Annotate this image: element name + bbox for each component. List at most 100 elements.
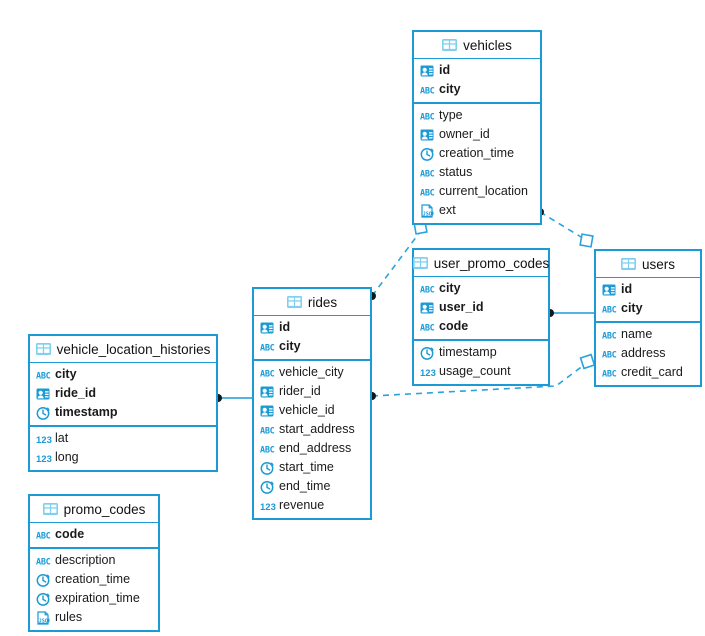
table-grid-icon bbox=[286, 296, 302, 308]
table-title: users bbox=[641, 256, 675, 272]
column-row[interactable]: timestamp bbox=[414, 343, 548, 362]
relationship-user-promo-codes-to-users bbox=[546, 309, 594, 317]
abc-icon: ABC bbox=[420, 109, 435, 123]
column-row[interactable]: ride_id bbox=[30, 384, 216, 403]
column-name: start_address bbox=[279, 422, 355, 436]
id-card-icon bbox=[260, 321, 274, 335]
column-name: usage_count bbox=[439, 364, 511, 378]
column-name: description bbox=[55, 553, 116, 567]
table-header[interactable]: promo_codes bbox=[30, 496, 158, 523]
column-row[interactable]: ABC address bbox=[596, 344, 700, 363]
table-header[interactable]: vehicles bbox=[414, 32, 540, 59]
column-row[interactable]: id bbox=[254, 318, 370, 337]
column-name: city bbox=[621, 301, 643, 315]
column-row[interactable]: id bbox=[596, 280, 700, 299]
column-name: lat bbox=[55, 431, 69, 445]
svg-text:ABC: ABC bbox=[36, 531, 51, 541]
column-name: city bbox=[279, 339, 301, 353]
id-card-icon bbox=[602, 283, 616, 297]
svg-text:ABC: ABC bbox=[602, 305, 617, 315]
svg-text:ABC: ABC bbox=[260, 445, 275, 455]
column-row[interactable]: timestamp bbox=[30, 403, 216, 422]
table-grid-icon bbox=[412, 257, 428, 269]
svg-text:ABC: ABC bbox=[602, 331, 617, 341]
column-row[interactable]: owner_id bbox=[414, 125, 540, 144]
column-row[interactable]: ABC end_address bbox=[254, 439, 370, 458]
column-row[interactable]: ABC type bbox=[414, 106, 540, 125]
clock-icon bbox=[420, 346, 434, 360]
column-name: user_id bbox=[439, 300, 484, 314]
column-row[interactable]: ABC start_address bbox=[254, 420, 370, 439]
abc-icon: ABC bbox=[260, 340, 275, 354]
column-row[interactable]: rider_id bbox=[254, 382, 370, 401]
column-name: start_time bbox=[279, 460, 334, 474]
abc-icon: ABC bbox=[260, 442, 275, 456]
column-name: address bbox=[621, 346, 666, 360]
column-row[interactable]: id bbox=[414, 61, 540, 80]
table-header[interactable]: rides bbox=[254, 289, 370, 316]
table-grid-icon bbox=[42, 503, 58, 515]
column-row[interactable]: end_time bbox=[254, 477, 370, 496]
table-header[interactable]: user_promo_codes bbox=[412, 250, 549, 277]
id-card-icon bbox=[260, 385, 274, 399]
column-name: id bbox=[439, 63, 451, 77]
column-row[interactable]: ABC credit_card bbox=[596, 363, 700, 382]
json-icon: JSON bbox=[36, 610, 50, 625]
column-name: end_address bbox=[279, 441, 352, 455]
abc-icon: ABC bbox=[602, 366, 617, 380]
svg-text:ABC: ABC bbox=[602, 350, 617, 360]
column-row[interactable]: vehicle_id bbox=[254, 401, 370, 420]
column-name: creation_time bbox=[55, 572, 131, 586]
column-name: credit_card bbox=[621, 365, 683, 379]
table-header[interactable]: users bbox=[596, 251, 700, 278]
column-row[interactable]: ABC city bbox=[254, 337, 370, 356]
svg-text:123: 123 bbox=[36, 435, 52, 446]
column-row[interactable]: user_id bbox=[414, 298, 548, 317]
column-name: owner_id bbox=[439, 127, 490, 141]
column-name: id bbox=[279, 320, 291, 334]
abc-icon: ABC bbox=[260, 423, 275, 437]
table-header[interactable]: vehicle_location_histories bbox=[30, 336, 216, 363]
column-name: timestamp bbox=[439, 345, 497, 359]
column-row[interactable]: expiration_time bbox=[30, 589, 158, 608]
column-row[interactable]: creation_time bbox=[414, 144, 540, 163]
column-name: revenue bbox=[279, 498, 325, 512]
svg-text:ABC: ABC bbox=[420, 323, 435, 333]
column-name: ride_id bbox=[55, 386, 96, 400]
column-name: vehicle_city bbox=[279, 365, 344, 379]
column-row[interactable]: ABC city bbox=[596, 299, 700, 318]
column-row[interactable]: start_time bbox=[254, 458, 370, 477]
column-name: status bbox=[439, 165, 473, 179]
clock-icon bbox=[420, 147, 434, 161]
column-name: type bbox=[439, 108, 463, 122]
column-name: creation_time bbox=[439, 146, 515, 160]
column-row[interactable]: creation_time bbox=[30, 570, 158, 589]
